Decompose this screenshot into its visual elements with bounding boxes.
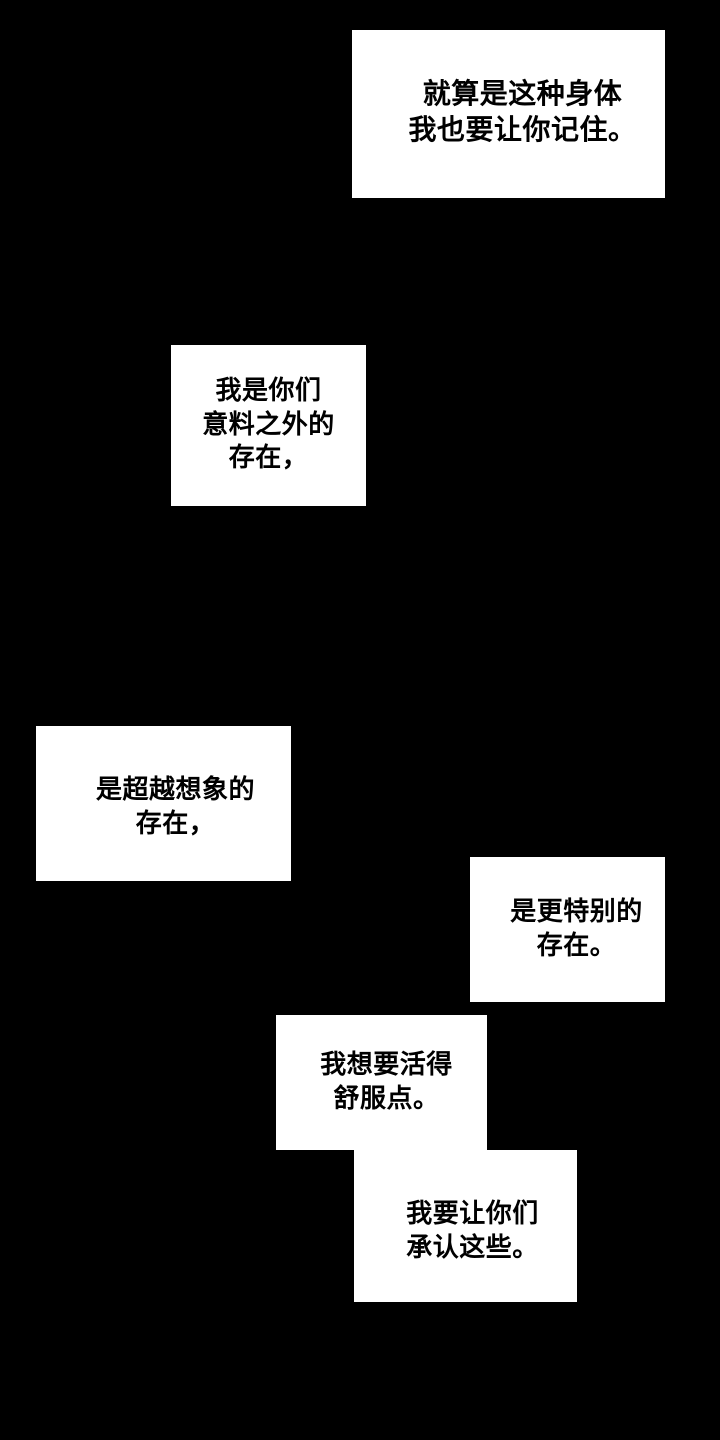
speech-bubble-3: 是超越想象的 存在， — [36, 726, 291, 881]
speech-bubble-2: 我是你们 意料之外的 存在， — [171, 345, 366, 506]
speech-line: 存在， — [228, 442, 309, 473]
speech-line: 舒服点。 — [333, 1082, 440, 1113]
speech-line: 我想要活得 — [320, 1048, 453, 1079]
speech-line: 存在。 — [536, 929, 617, 960]
speech-line: 是超越想象的 — [95, 773, 255, 804]
speech-line: 存在， — [135, 807, 216, 838]
speech-line: 意料之外的 — [202, 408, 335, 439]
speech-bubble-5: 我想要活得 舒服点。 — [276, 1015, 487, 1150]
speech-line: 是更特别的 — [510, 895, 643, 926]
speech-line: 我也要让你记住。 — [408, 114, 637, 145]
speech-line: 承认这些。 — [406, 1232, 539, 1262]
speech-bubble-1: 就算是这种身体 我也要让你记住。 — [352, 30, 665, 198]
speech-bubble-4: 是更特别的 存在。 — [470, 857, 665, 1002]
speech-bubble-6: 我要让你们 承认这些。 — [354, 1150, 577, 1302]
speech-line: 就算是这种身体 — [422, 77, 623, 109]
speech-line: 我是你们 — [215, 374, 322, 405]
speech-line: 我要让你们 — [406, 1198, 539, 1229]
